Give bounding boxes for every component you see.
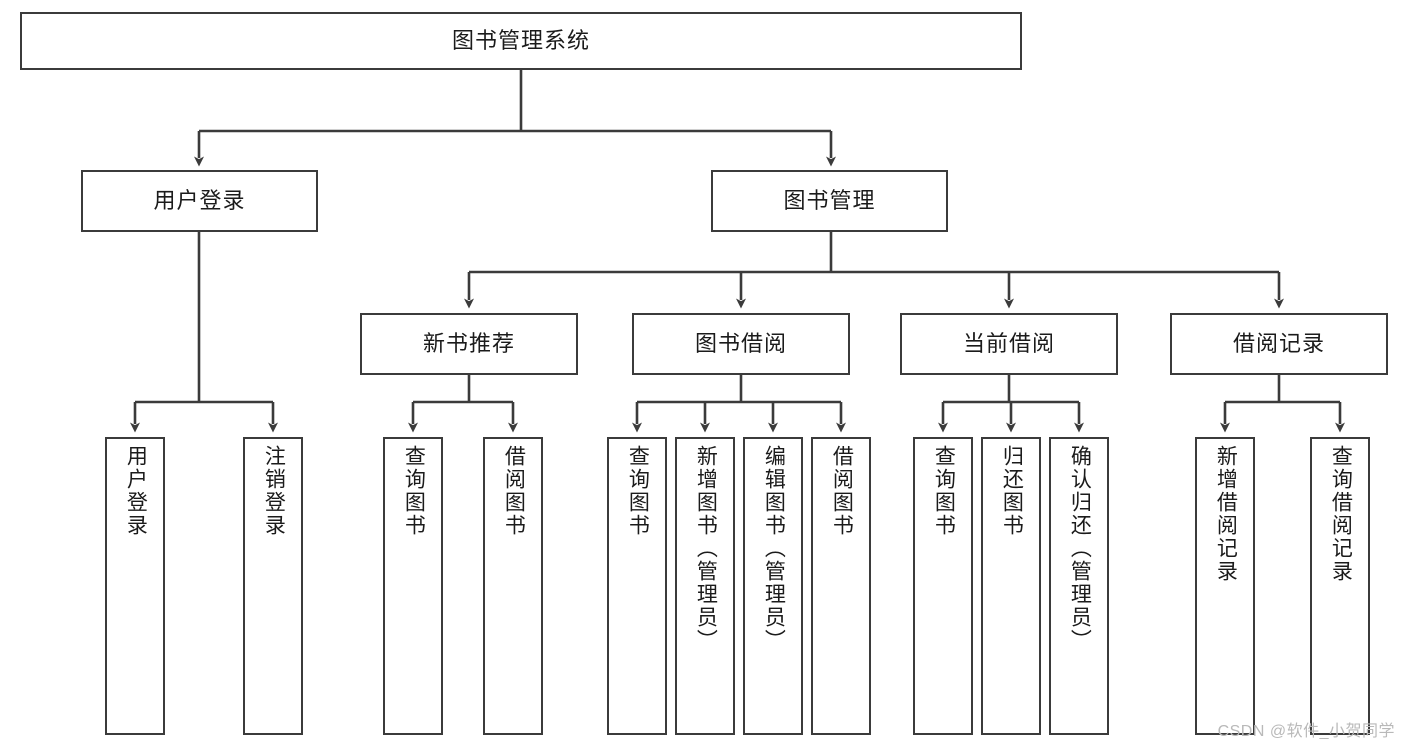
leaf-new-book-query[interactable]: 查询图书: [383, 437, 443, 735]
leaf-label: 新增借阅记录: [1214, 445, 1238, 583]
node-label: 当前借阅: [962, 330, 1055, 356]
node-user-login[interactable]: 用户登录: [81, 170, 318, 232]
leaf-label: 借阅图书: [502, 445, 526, 537]
leaf-current-borrow-confirm-return[interactable]: 确认归还（管理员）: [1049, 437, 1109, 735]
leaf-label: 查询图书: [626, 445, 650, 537]
node-current-borrow[interactable]: 当前借阅: [900, 313, 1118, 375]
node-label: 用户登录: [153, 187, 246, 213]
leaf-label: 编辑图书（管理员）: [762, 445, 786, 652]
leaf-book-borrow-add[interactable]: 新增图书（管理员）: [675, 437, 735, 735]
leaf-label: 查询图书: [932, 445, 956, 537]
leaf-label: 用户登录: [124, 445, 148, 537]
leaf-borrow-record-query[interactable]: 查询借阅记录: [1310, 437, 1370, 735]
leaf-label: 新增图书（管理员）: [694, 445, 718, 652]
node-borrow-record[interactable]: 借阅记录: [1170, 313, 1388, 375]
node-root-book-management-system[interactable]: 图书管理系统: [20, 12, 1022, 70]
node-label: 图书管理: [783, 187, 876, 213]
watermark: CSDN @软件_小贺同学: [1217, 723, 1395, 740]
node-book-management[interactable]: 图书管理: [711, 170, 948, 232]
node-new-book-recommend[interactable]: 新书推荐: [360, 313, 578, 375]
node-label: 借阅记录: [1232, 330, 1325, 356]
leaf-user-login-login[interactable]: 用户登录: [105, 437, 165, 735]
node-label: 图书管理系统: [451, 27, 590, 53]
leaf-user-login-logout[interactable]: 注销登录: [243, 437, 303, 735]
node-book-borrow[interactable]: 图书借阅: [632, 313, 850, 375]
leaf-label: 查询借阅记录: [1329, 445, 1353, 583]
leaf-current-borrow-query[interactable]: 查询图书: [913, 437, 973, 735]
leaf-label: 注销登录: [262, 445, 286, 537]
leaf-book-borrow-borrow[interactable]: 借阅图书: [811, 437, 871, 735]
leaf-new-book-borrow[interactable]: 借阅图书: [483, 437, 543, 735]
leaf-book-borrow-edit[interactable]: 编辑图书（管理员）: [743, 437, 803, 735]
leaf-label: 借阅图书: [830, 445, 854, 537]
leaf-current-borrow-return[interactable]: 归还图书: [981, 437, 1041, 735]
leaf-label: 查询图书: [402, 445, 426, 537]
node-label: 图书借阅: [694, 330, 787, 356]
leaf-label: 归还图书: [1000, 445, 1024, 537]
node-label: 新书推荐: [422, 330, 515, 356]
leaf-label: 确认归还（管理员）: [1068, 445, 1092, 652]
leaf-book-borrow-query[interactable]: 查询图书: [607, 437, 667, 735]
leaf-borrow-record-add[interactable]: 新增借阅记录: [1195, 437, 1255, 735]
